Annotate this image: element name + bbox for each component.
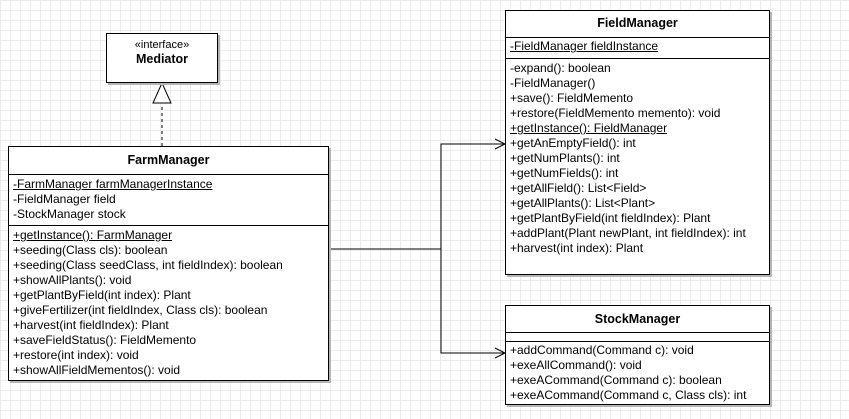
stockmanager-operation: +addCommand(Command c): void (510, 343, 694, 357)
farmmanager-attribute: -FarmManager farmManagerInstance (13, 177, 213, 191)
fieldmanager-operation: +addPlant(Plant newPlant, int fieldIndex… (510, 226, 746, 240)
farmmanager-operation: +getInstance(): FarmManager (13, 228, 173, 242)
fieldmanager-operation: +save(): FieldMemento (510, 91, 634, 105)
fieldmanager-operation: +harvest(int index): Plant (510, 241, 644, 255)
farmmanager-class-name: FarmManager (127, 153, 210, 167)
fieldmanager-operation: +getPlantByField(int fieldIndex): Plant (510, 211, 711, 225)
farmmanager-operation: +giveFertilizer(int fieldIndex, Class cl… (13, 303, 268, 317)
fieldmanager-operation: +getAnEmptyField(): int (510, 136, 636, 150)
farmmanager-operation: +getPlantByField(int index): Plant (13, 288, 191, 302)
mediator-name: Mediator (135, 52, 189, 66)
realization-arrowhead (152, 81, 172, 104)
fieldmanager-class-name: FieldManager (597, 16, 678, 30)
farmmanager-operation: +seeding(Class seedClass, int fieldIndex… (13, 258, 283, 272)
mediator-interface-box[interactable]: «interface» Mediator (106, 33, 218, 83)
fieldmanager-operation: +getInstance(): FieldManager (510, 121, 668, 135)
association-line-field (329, 143, 505, 250)
farmmanager-class-box[interactable]: FarmManager -FarmManager farmManagerInst… (8, 146, 329, 381)
fieldmanager-class-box[interactable]: FieldManager -FieldManager fieldInstance… (505, 10, 770, 275)
farmmanager-operation: +seeding(Class cls): boolean (13, 243, 168, 257)
farmmanager-attributes: -FarmManager farmManagerInstance -FieldM… (9, 174, 328, 225)
farmmanager-attribute: -FieldManager field (13, 192, 116, 206)
fieldmanager-operations: -expand(): boolean -FieldManager() +save… (506, 58, 769, 259)
fieldmanager-operation: +getAllField(): List<Field> (510, 181, 647, 195)
farmmanager-operation: +restore(int index): void (13, 348, 139, 362)
fieldmanager-operation: -FieldManager() (510, 76, 596, 90)
farmmanager-operation: +saveFieldStatus(): FieldMemento (13, 333, 197, 347)
fieldmanager-attribute: -FieldManager fieldInstance (510, 39, 659, 53)
fieldmanager-operation: -expand(): boolean (510, 61, 611, 75)
fieldmanager-operation: +restore(FieldMemento memento): void (510, 106, 721, 120)
stockmanager-operations: +addCommand(Command c): void +exeAllComm… (506, 341, 769, 406)
stockmanager-operation: +exeAllCommand(): void (510, 358, 642, 372)
farmmanager-operations: +getInstance(): FarmManager +seeding(Cla… (9, 225, 328, 381)
mediator-stereotype: «interface» (134, 39, 190, 51)
fieldmanager-operation: +getNumPlants(): int (510, 151, 620, 165)
farmmanager-operation: +showAllPlants(): void (13, 273, 132, 287)
stockmanager-attributes (506, 332, 769, 341)
fieldmanager-operation: +getAllPlants(): List<Plant> (510, 196, 656, 210)
farmmanager-operation: +showAllFieldMementos(): void (13, 363, 181, 377)
stockmanager-class-box[interactable]: StockManager +addCommand(Command c): voi… (505, 305, 770, 405)
fieldmanager-operation: +getNumFields(): int (510, 166, 619, 180)
stockmanager-operation: +exeACommand(Command c, Class cls): int (510, 388, 747, 402)
farmmanager-operation: +harvest(int fieldIndex): Plant (13, 318, 169, 332)
fieldmanager-attributes: -FieldManager fieldInstance (506, 37, 769, 58)
association-line-stock (440, 249, 505, 354)
stockmanager-operation: +exeACommand(Command c): boolean (510, 373, 722, 387)
stockmanager-class-name: StockManager (594, 312, 681, 326)
farmmanager-attribute: -StockManager stock (13, 207, 126, 221)
